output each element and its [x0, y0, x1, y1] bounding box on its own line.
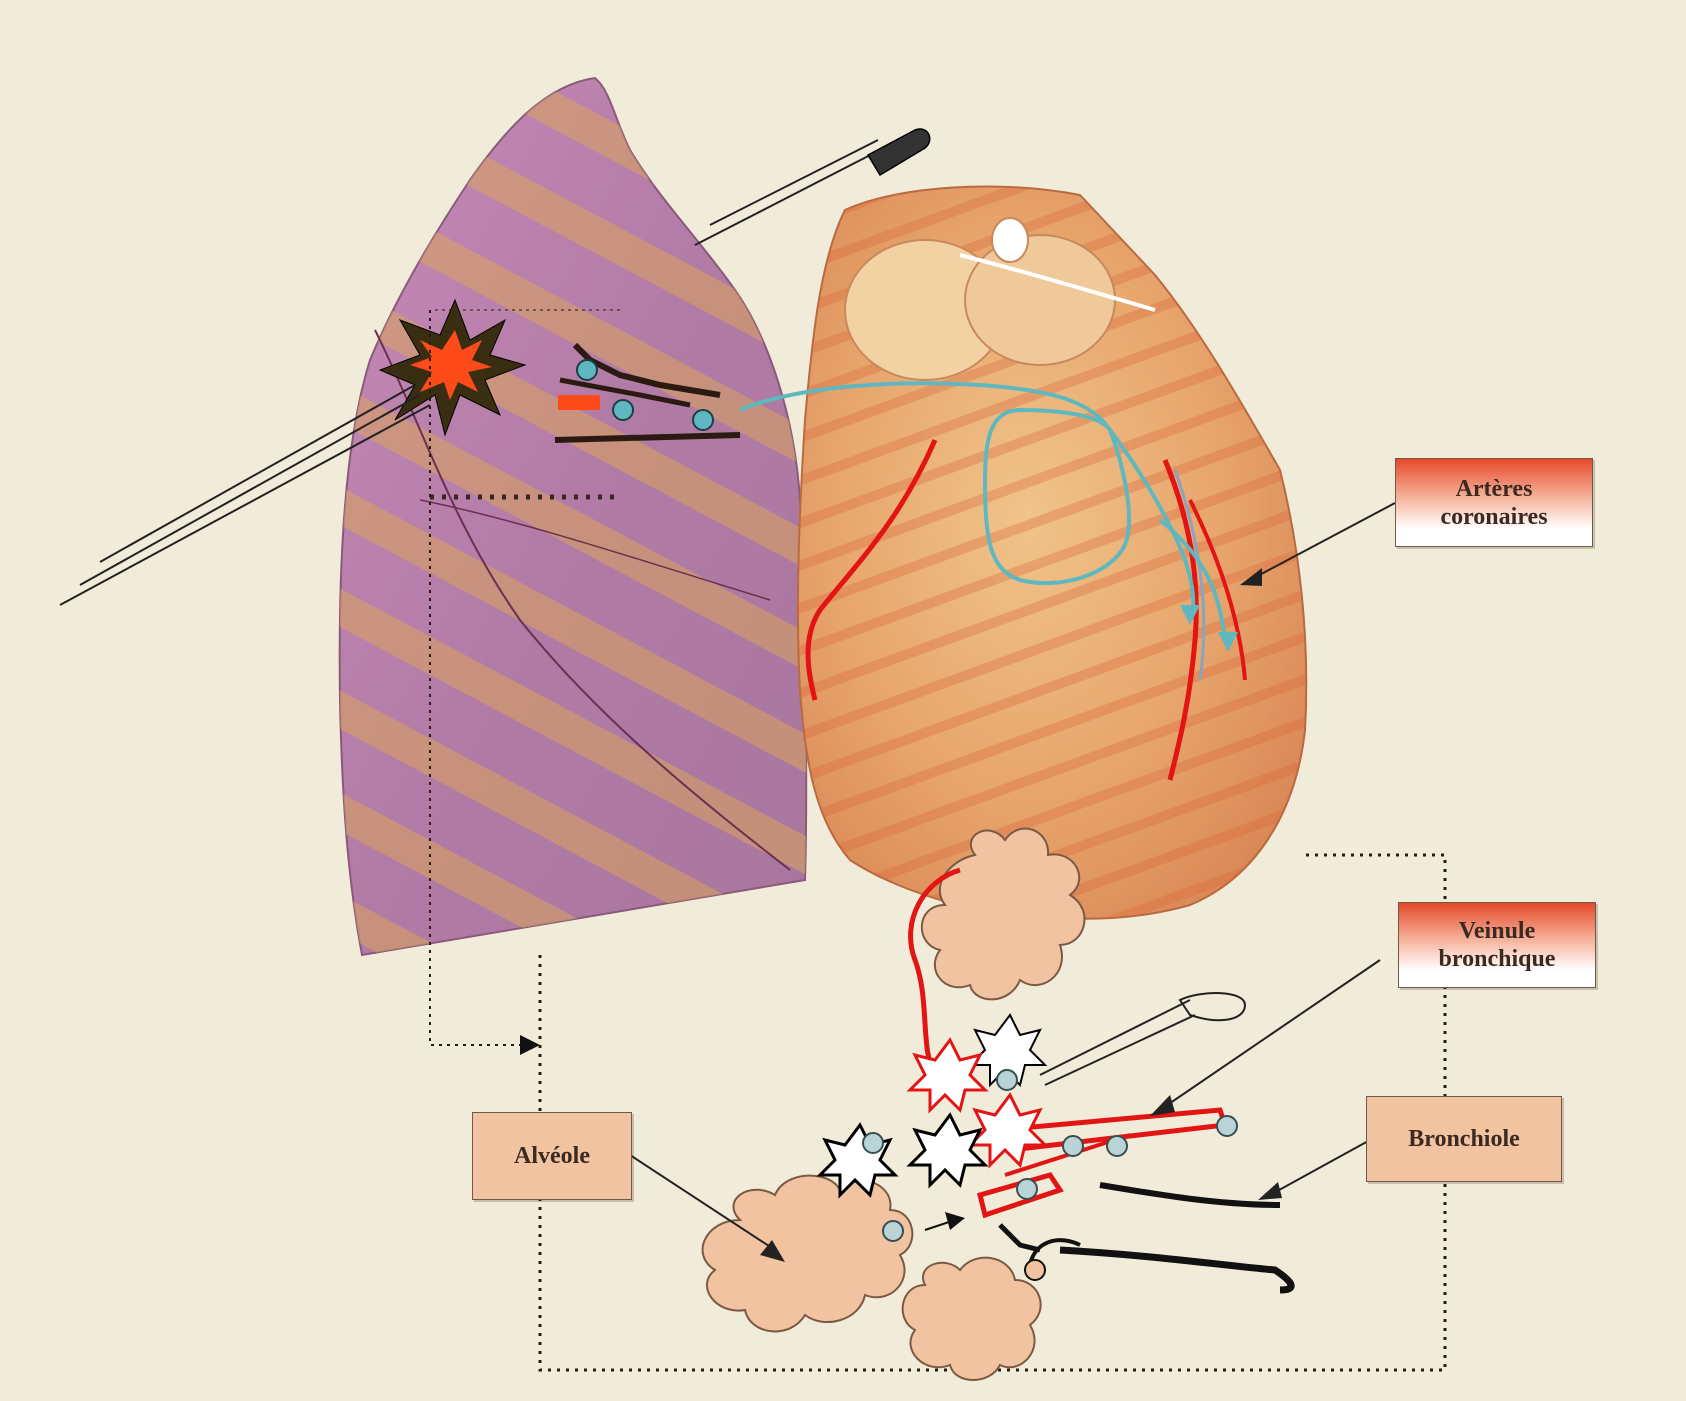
starburst-icon: [910, 1115, 985, 1185]
bronchiole-tube: [1000, 1185, 1291, 1290]
particle-icon: [693, 410, 713, 430]
arrowhead: [520, 1035, 540, 1055]
label-text: Bronchiole: [1408, 1126, 1520, 1153]
small-arrow: [925, 1212, 965, 1230]
particle-icon: [997, 1070, 1017, 1090]
particle-icon: [1063, 1136, 1083, 1156]
label-line: coronaires: [1440, 503, 1547, 531]
heart: [798, 187, 1306, 919]
particle-icon: [613, 400, 633, 420]
label-arteres-coronaires: Artères coronaires: [1395, 458, 1593, 547]
pipette-icon: [1040, 993, 1245, 1085]
label-bronchiole: Bronchiole: [1366, 1096, 1562, 1182]
label-line: Veinule: [1439, 917, 1556, 945]
lung: [340, 78, 807, 955]
particle-icon: [883, 1221, 903, 1241]
label-line: bronchique: [1439, 945, 1556, 973]
particle-icon: [577, 360, 597, 380]
label-text: Alvéole: [514, 1143, 590, 1170]
particle-icon: [1017, 1179, 1037, 1199]
label-alveole: Alvéole: [472, 1112, 632, 1200]
label-line: Artères: [1440, 475, 1547, 503]
particle-icon: [1107, 1136, 1127, 1156]
label-veinule-bronchique: Veinule bronchique: [1398, 902, 1596, 988]
particle-icon: [1217, 1116, 1237, 1136]
alveolar-cluster: [703, 828, 1085, 1380]
starburst-icon: [910, 1040, 985, 1110]
particle-icon: [863, 1133, 883, 1153]
